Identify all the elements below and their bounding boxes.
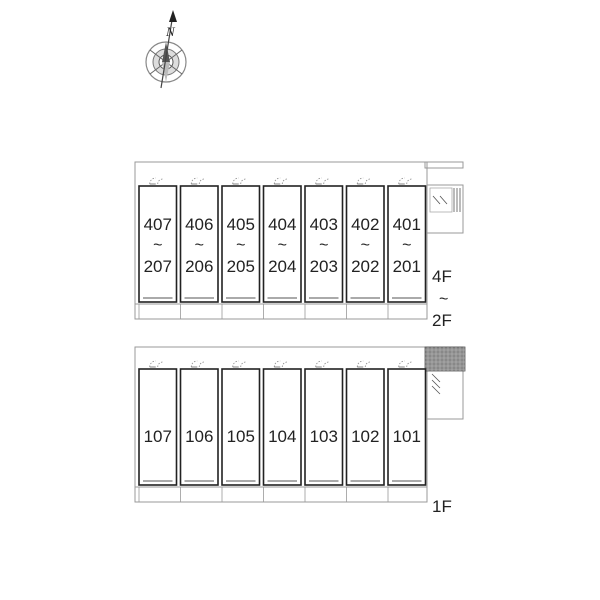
unit-number-bottom: 205 [227, 257, 255, 276]
unit-407-207: 407 ~207 [138, 177, 178, 319]
lower-stair-icon [431, 373, 441, 395]
unit-number: 101 [393, 427, 421, 446]
unit-number-top: 403 [310, 215, 338, 234]
unit-104: 104 [262, 360, 302, 502]
unit-106: 106 [179, 360, 219, 502]
unit-number: 102 [351, 427, 379, 446]
unit-number-bottom: 201 [393, 257, 421, 276]
unit-number-top: 404 [268, 215, 296, 234]
unit-101: 101 [387, 360, 427, 502]
unit-number: 103 [310, 427, 338, 446]
unit-number-top: 401 [393, 215, 421, 234]
unit-103: 103 [304, 360, 344, 502]
lower-floor-label: 1F [432, 497, 452, 516]
floor-range-bottom: 2F [432, 311, 452, 330]
unit-range-tilde: ~ [236, 237, 245, 254]
unit-range-tilde: ~ [195, 237, 204, 254]
unit-401-201: 401 ~201 [387, 177, 427, 319]
unit-range-tilde: ~ [153, 237, 162, 254]
floor-range-tilde: ~ [439, 291, 448, 308]
unit-range-tilde: ~ [319, 237, 328, 254]
unit-406-206: 406 ~206 [179, 177, 219, 319]
unit-404-204: 404 ~204 [262, 177, 302, 319]
unit-number-top: 405 [227, 215, 255, 234]
unit-105: 105 [221, 360, 261, 502]
unit-405-205: 405 ~205 [221, 177, 261, 319]
unit-102: 102 [345, 360, 385, 502]
unit-number: 105 [227, 427, 255, 446]
unit-number-top: 407 [144, 215, 172, 234]
floor-range-top: 4F [432, 267, 452, 286]
unit-402-202: 402 ~202 [345, 177, 385, 319]
unit-107: 107 [138, 360, 178, 502]
unit-number-bottom: 202 [351, 257, 379, 276]
unit-number-top: 406 [185, 215, 213, 234]
unit-number-top: 402 [351, 215, 379, 234]
unit-number: 107 [144, 427, 172, 446]
upper-stair-icon [432, 188, 461, 212]
unit-number-bottom: 206 [185, 257, 213, 276]
north-label: N [165, 24, 176, 39]
unit-number: 106 [185, 427, 213, 446]
unit-range-tilde: ~ [278, 237, 287, 254]
unit-number-bottom: 204 [268, 257, 296, 276]
lower-block: 107 106 105 104 103 102 101 [134, 346, 466, 503]
lower-grating-icon [424, 346, 466, 372]
unit-number-bottom: 203 [310, 257, 338, 276]
upper-block: 407 ~207 406 ~206 405 ~205 404 ~204 403 ~203 402 ~2… [134, 161, 464, 320]
upper-floor-range: 4F ~ 2F [432, 267, 452, 330]
north-arrow-icon [169, 10, 177, 22]
unit-number-bottom: 207 [144, 257, 172, 276]
unit-number: 104 [268, 427, 296, 446]
unit-403-203: 403 ~203 [304, 177, 344, 319]
compass-rose-icon: N [145, 10, 187, 89]
unit-range-tilde: ~ [402, 237, 411, 254]
unit-range-tilde: ~ [361, 237, 370, 254]
